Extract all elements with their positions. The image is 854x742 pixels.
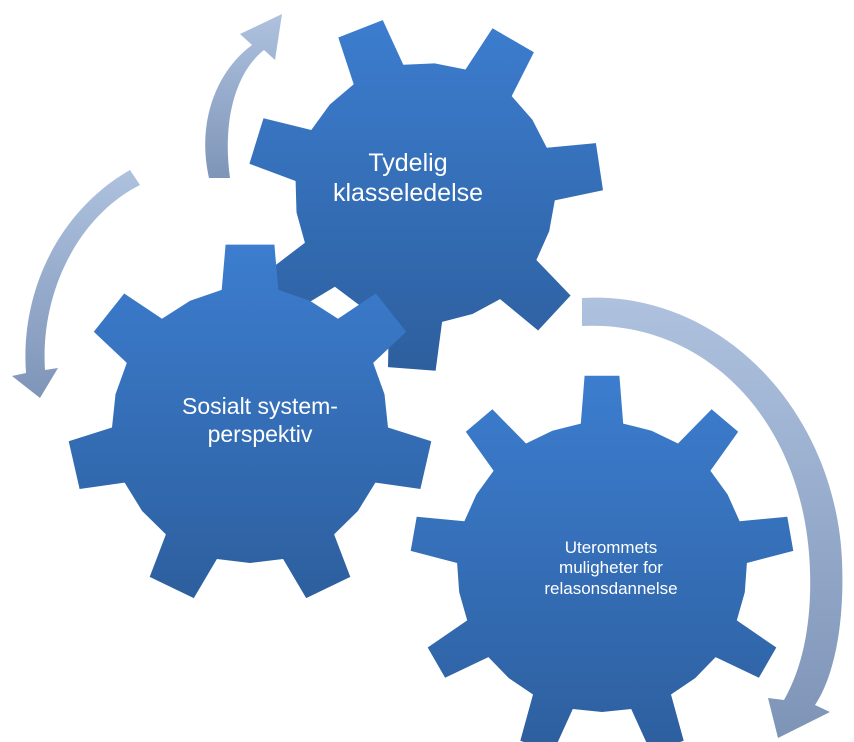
gear-right-line-2: muligheter for	[559, 558, 663, 578]
arrow-left	[12, 170, 140, 398]
gear-left-label: Sosialt system- perspektiv	[150, 393, 370, 448]
gear-top-line-1: Tydelig	[368, 149, 448, 177]
gear-right-line-1: Uterommets	[564, 538, 658, 557]
gear-right-label: Uterommets muligheter for relasonsdannel…	[516, 538, 706, 599]
gear-top-label: Tydelig klasseledelse	[318, 148, 498, 208]
arrow-top	[205, 14, 282, 178]
gear-left-line-2: perspektiv	[207, 420, 313, 447]
gear-top-line-2: klasseledelse	[332, 179, 484, 207]
gear-right-shape	[410, 375, 794, 742]
gear-left-shape	[68, 244, 432, 599]
gear-top-shape	[249, 20, 603, 371]
arrow-right	[582, 297, 843, 738]
gear-left-line-1: Sosialt system-	[182, 393, 338, 419]
gear-right-line-3: relasonsdannelse	[544, 578, 678, 598]
